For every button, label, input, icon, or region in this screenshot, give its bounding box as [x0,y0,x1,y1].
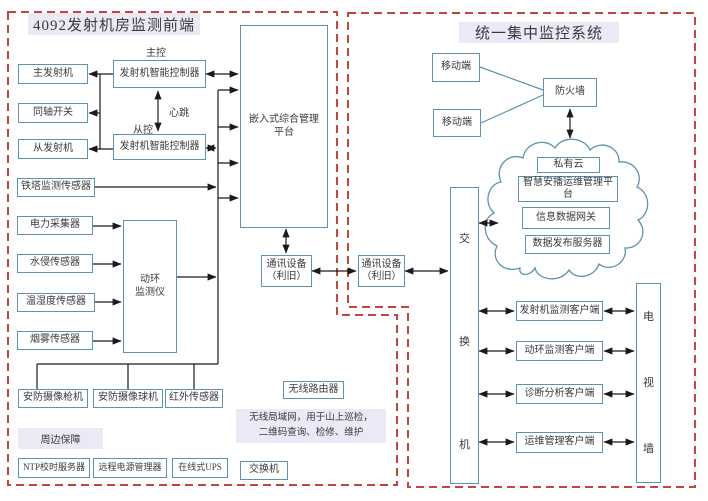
mobile-top-box: 移动端 [432,53,480,82]
smoke-sensor-box: 烟雾传感器 [17,331,93,350]
comm-device-left-box: 通讯设备 （利旧） [261,255,312,287]
private-cloud-box: 私有云 [537,157,600,173]
remote-power-manager-box: 远程电源管理器 [93,458,167,478]
coax-switch-box: 同轴开关 [18,103,88,123]
slave-transmitter-box: 从发射机 [18,139,88,159]
heartbeat-label: 心跳 [169,108,189,119]
camera-gun-box: 安防摄像枪机 [18,389,88,408]
client-ops-box: 运维管理客户端 [516,432,603,453]
ntp-server-box: NTP校时服务器 [18,458,90,478]
main-transmitter-box: 主发射机 [18,64,88,84]
env-monitor-box: 动环 监测仪 [123,220,177,353]
client-transmitter-box: 发射机监测客户端 [516,301,603,321]
mobile-links [479,66,544,124]
right-region-border [347,12,696,488]
smart-platform-box: 智慧安播运维管理平台 [518,176,618,202]
slave-controller-box: 发射机智能控制器 [113,134,206,160]
master-controller-box: 发射机智能控制器 [113,60,206,88]
client-env-box: 动环监测客户端 [516,341,603,361]
wlan-note: 无线局域网，用于山上巡检， 二维码查询、检修、维护 [236,409,386,443]
data-publish-server-box: 数据发布服务器 [525,235,610,254]
left-wiring [36,70,357,389]
water-sensor-box: 水侵传感器 [17,254,93,273]
camera-dome-box: 安防摄像球机 [93,389,163,408]
comm-device-right-box: 通讯设备 （利旧） [358,255,405,287]
small-switch-box: 交换机 [240,461,288,480]
client-diagnosis-box: 诊断分析客户端 [516,384,603,404]
perimeter-support-label: 周边保障 [18,428,103,449]
wifi-router-box: 无线路由器 [283,381,344,399]
tv-wall-box: 电 视 墙 [636,283,661,483]
embedded-platform-box: 嵌入式综合管理 平台 [240,25,328,228]
left-region-border [7,11,398,486]
firewall-box: 防火墙 [543,78,597,107]
right-wiring [404,108,635,446]
slave-controller-label: 从控 [133,125,153,136]
right-region-title: 统一集中监控系统 [459,22,619,43]
mobile-bottom-box: 移动端 [433,109,481,137]
left-region-title: 4092发射机房监测前端 [28,13,200,35]
infrared-sensor-box: 红外传感器 [165,389,223,408]
master-controller-label: 主控 [146,48,166,59]
tower-sensor-box: 铁塔监测传感器 [17,178,95,197]
power-collector-box: 电力采集器 [17,216,93,235]
temp-humidity-sensor-box: 温湿度传感器 [17,293,95,312]
switch-vertical-box: 交 换 机 [450,187,479,484]
online-ups-box: 在线式UPS [172,458,228,478]
data-gateway-box: 信息数据网关 [522,207,610,229]
